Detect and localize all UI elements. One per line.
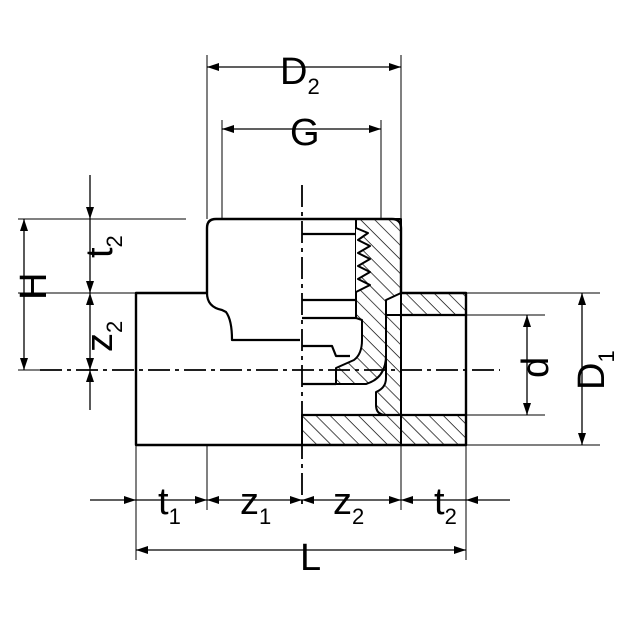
- bottom-wall-section: [301, 414, 402, 446]
- label-z2-bottom: z2: [333, 481, 364, 529]
- label-D1: D1: [571, 350, 619, 390]
- label-z2-left: z2: [79, 321, 127, 352]
- label-z1: z1: [240, 481, 271, 529]
- right-wall-bottom-section: [400, 414, 467, 446]
- dimension-lines: [20, 63, 586, 554]
- label-d: d: [515, 357, 557, 378]
- label-t2-bottom: t2: [434, 481, 457, 529]
- dimension-labels: D2 G t2 H z2 d D1 t1 z1 z2 t2 L: [13, 51, 619, 579]
- center-lines: [40, 185, 500, 505]
- label-L: L: [300, 537, 321, 579]
- fitting-outline: [134, 217, 468, 447]
- right-socket-bore: [401, 313, 466, 417]
- label-H: H: [13, 273, 55, 300]
- inner-contours: [205, 232, 466, 417]
- section-cut: [301, 218, 467, 446]
- label-G: G: [290, 112, 320, 154]
- label-t1: t1: [158, 481, 181, 529]
- elbow-step: [302, 344, 350, 358]
- internal-thread: [355, 227, 371, 293]
- right-wall-top-section: [400, 292, 467, 316]
- label-D2: D2: [280, 51, 320, 99]
- fitting-body: [134, 217, 468, 447]
- label-t2-left: t2: [79, 235, 127, 258]
- left-socket-contour: [205, 292, 300, 342]
